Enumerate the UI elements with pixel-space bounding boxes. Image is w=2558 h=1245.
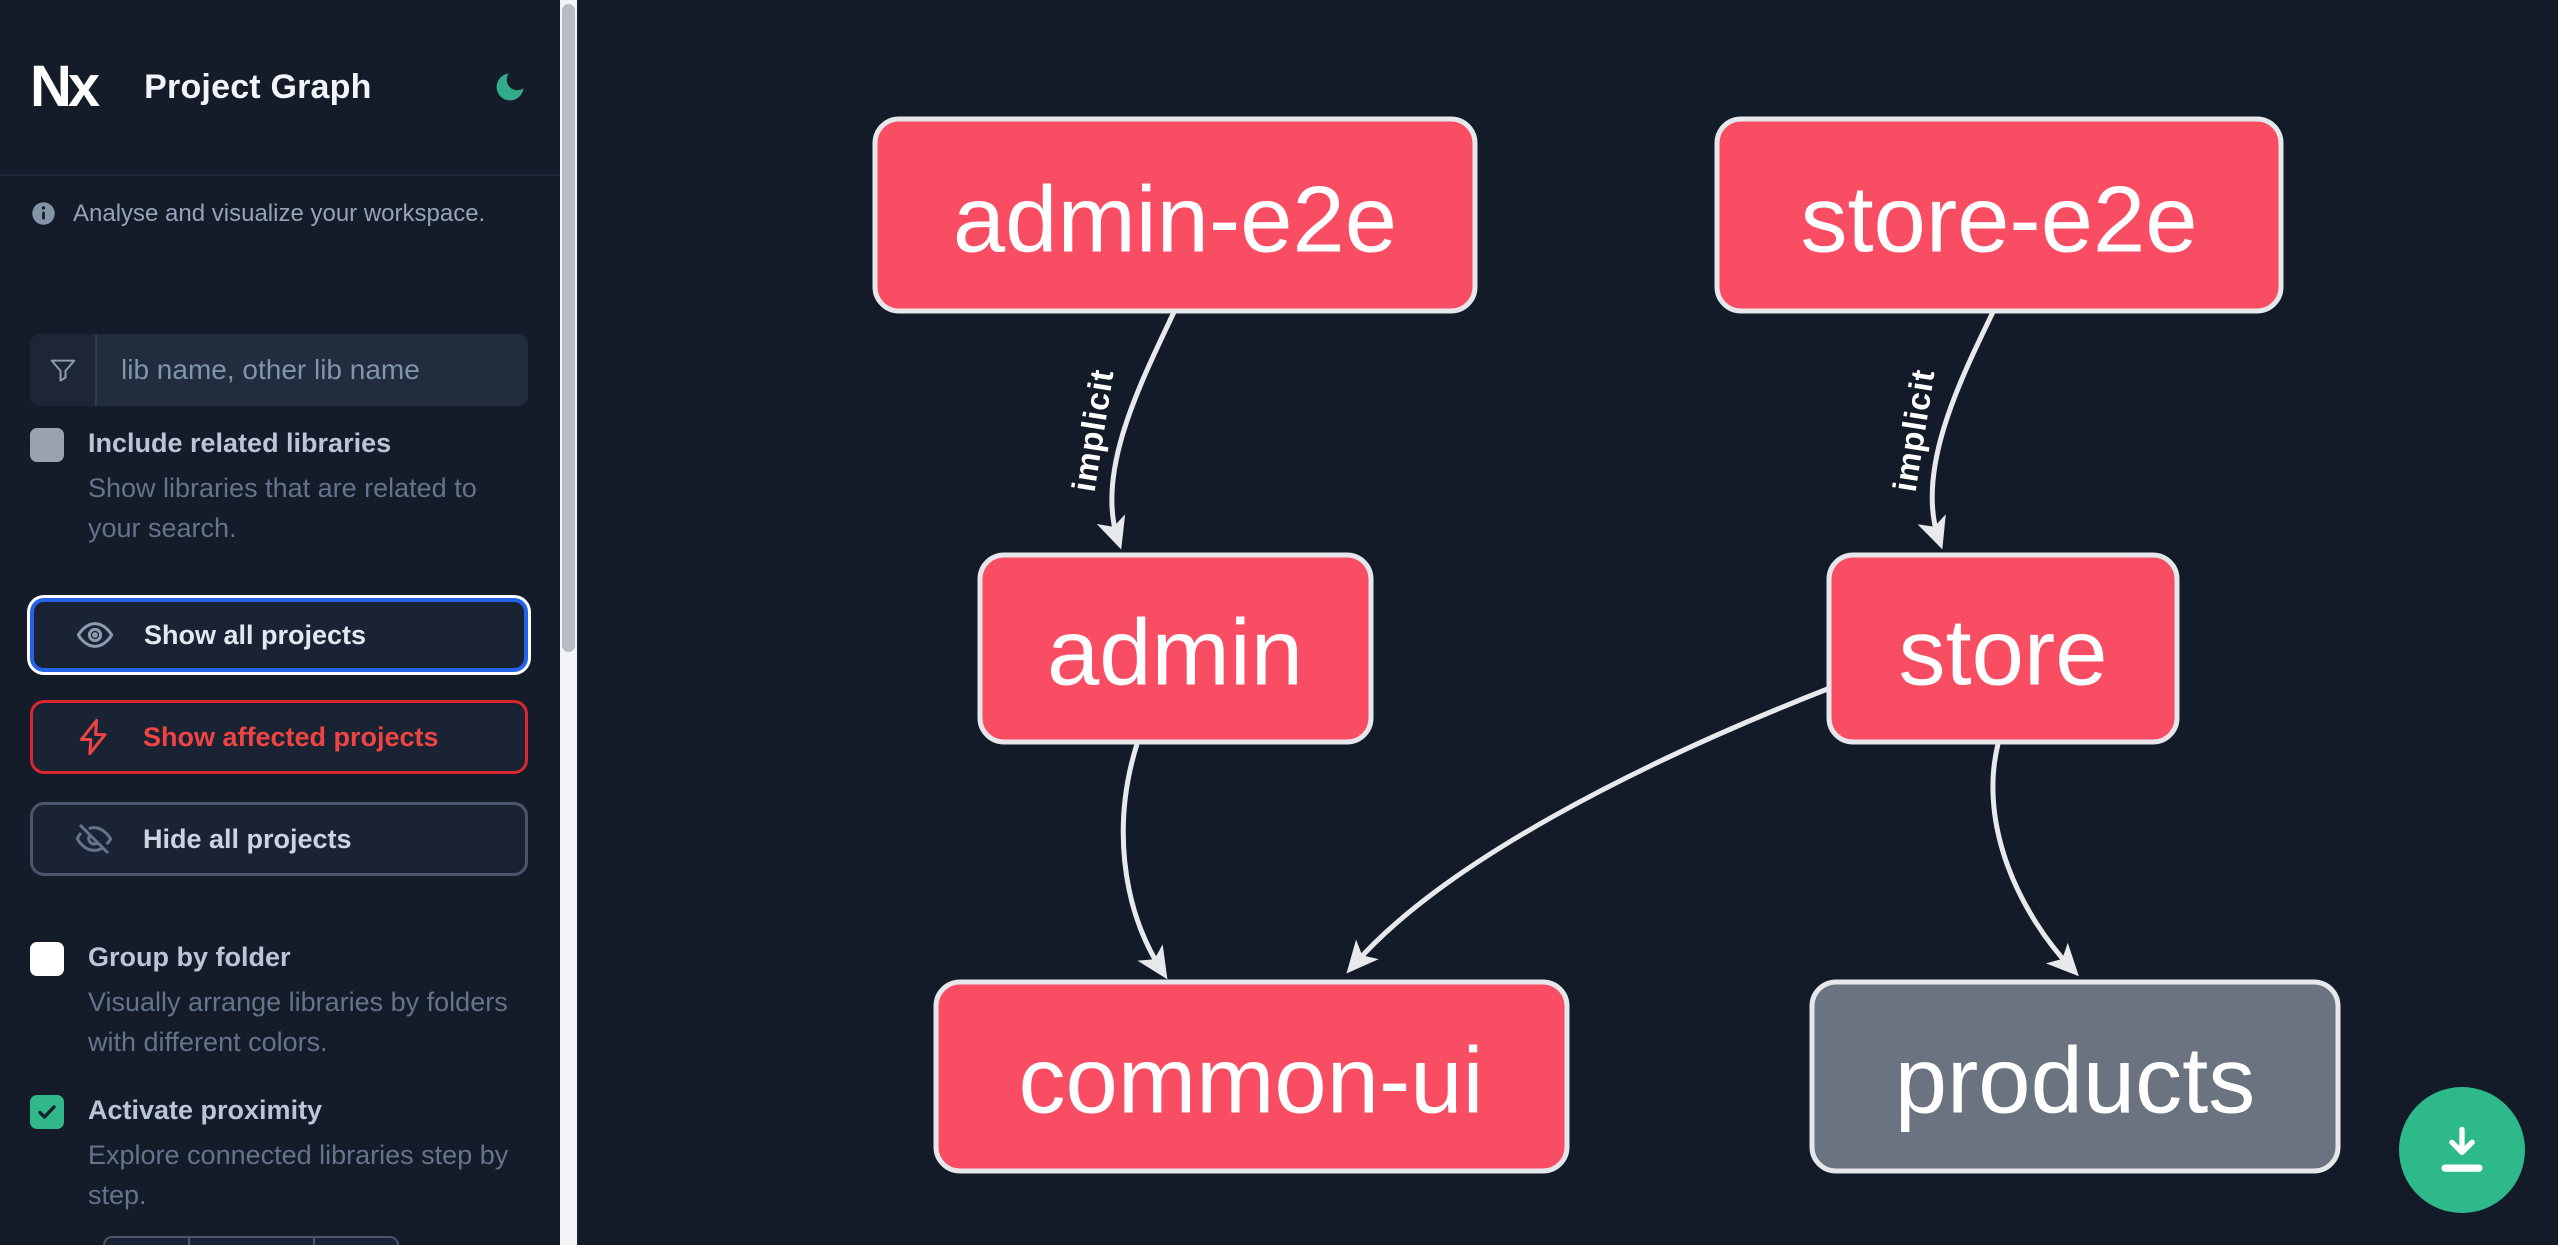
lightning-icon bbox=[79, 718, 107, 756]
edge-admin-e2e-admin[interactable] bbox=[1096, 310, 1177, 550]
group-by-folder-checkbox[interactable] bbox=[30, 942, 64, 976]
workspace-info-text: Analyse and visualize your workspace. bbox=[73, 200, 486, 227]
project-actions: Show all projects Show affected projects… bbox=[30, 598, 530, 876]
graph-node-store[interactable]: store bbox=[1826, 552, 2180, 745]
graph-node-products[interactable]: products bbox=[1809, 979, 2341, 1174]
sidebar-scrollbar[interactable] bbox=[560, 0, 577, 1245]
node-label-store-e2e: store-e2e bbox=[1800, 167, 2197, 272]
eye-icon bbox=[76, 622, 114, 648]
include-related-checkbox[interactable] bbox=[30, 428, 64, 462]
graph-node-common-ui[interactable]: common-ui bbox=[933, 979, 1570, 1174]
sidebar: Nx Project Graph Analyse and visualize y… bbox=[0, 0, 560, 1245]
filter-icon-cell bbox=[30, 334, 97, 406]
search-input[interactable] bbox=[97, 334, 528, 406]
info-icon bbox=[32, 202, 55, 225]
show-all-projects-button[interactable]: Show all projects bbox=[30, 598, 528, 672]
project-graph[interactable]: implicit implicit admin-e2e store-e2e ad… bbox=[578, 0, 2558, 1245]
proximity-value-partial bbox=[190, 1238, 315, 1245]
sidebar-header: Nx Project Graph bbox=[0, 0, 560, 176]
show-affected-projects-button[interactable]: Show affected projects bbox=[30, 700, 528, 774]
moon-icon bbox=[496, 73, 524, 101]
check-icon bbox=[38, 1105, 56, 1119]
activate-proximity-row: Activate proximity Explore connected lib… bbox=[30, 1093, 530, 1215]
download-graph-button[interactable] bbox=[2399, 1087, 2525, 1213]
include-related-description: Show libraries that are related to your … bbox=[88, 473, 477, 543]
proximity-depth-control-partial[interactable] bbox=[103, 1236, 399, 1245]
page-title: Project Graph bbox=[144, 67, 372, 106]
edge-store-products[interactable] bbox=[1990, 743, 2079, 977]
proximity-increment-partial[interactable] bbox=[315, 1238, 395, 1245]
proximity-decrement-partial[interactable] bbox=[105, 1238, 190, 1245]
graph-node-admin[interactable]: admin bbox=[977, 552, 1374, 745]
include-related-row: Include related libraries Show libraries… bbox=[30, 426, 530, 548]
activate-proximity-label[interactable]: Activate proximity bbox=[88, 1095, 323, 1125]
include-related-label[interactable]: Include related libraries bbox=[88, 428, 392, 458]
node-label-common-ui: common-ui bbox=[1019, 1028, 1484, 1133]
dark-mode-toggle[interactable] bbox=[490, 67, 530, 107]
eye-off-icon bbox=[75, 823, 113, 855]
download-icon bbox=[2441, 1126, 2483, 1172]
show-affected-projects-label: Show affected projects bbox=[143, 721, 439, 752]
group-by-folder-row: Group by folder Visually arrange librari… bbox=[30, 940, 530, 1062]
graph-canvas[interactable]: implicit implicit admin-e2e store-e2e ad… bbox=[577, 0, 2558, 1245]
node-label-products: products bbox=[1895, 1028, 2256, 1133]
activate-proximity-description: Explore connected libraries step by step… bbox=[88, 1140, 509, 1210]
edge-store-common-ui[interactable] bbox=[1346, 685, 1831, 974]
group-by-folder-label[interactable]: Group by folder bbox=[88, 942, 291, 972]
graph-node-admin-e2e[interactable]: admin-e2e bbox=[872, 116, 1478, 314]
group-by-folder-description: Visually arrange libraries by folders wi… bbox=[88, 987, 508, 1057]
workspace-info: Analyse and visualize your workspace. bbox=[30, 198, 530, 230]
sidebar-scrollbar-thumb[interactable] bbox=[562, 4, 575, 652]
show-all-projects-label: Show all projects bbox=[144, 619, 367, 650]
hide-all-projects-label: Hide all projects bbox=[143, 823, 352, 854]
edge-admin-common-ui[interactable] bbox=[1120, 743, 1168, 980]
filter-search bbox=[30, 334, 528, 406]
funnel-icon bbox=[50, 359, 75, 382]
hide-all-projects-button[interactable]: Hide all projects bbox=[30, 802, 528, 876]
node-label-admin: admin bbox=[1047, 600, 1303, 705]
nx-logo[interactable]: Nx bbox=[30, 54, 100, 119]
activate-proximity-checkbox[interactable] bbox=[30, 1095, 64, 1129]
edge-store-e2e-store[interactable] bbox=[1917, 310, 1996, 550]
node-label-admin-e2e: admin-e2e bbox=[953, 167, 1397, 272]
node-label-store: store bbox=[1899, 600, 2108, 705]
graph-node-store-e2e[interactable]: store-e2e bbox=[1714, 116, 2284, 314]
